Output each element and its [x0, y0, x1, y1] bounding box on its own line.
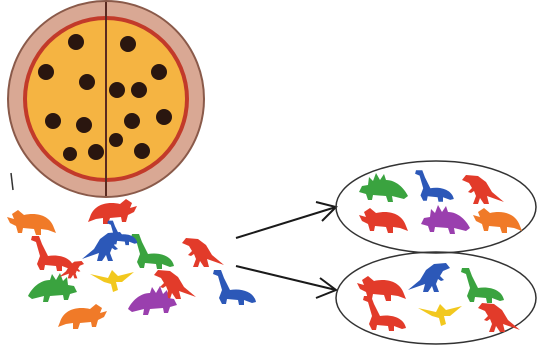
dinosaur-group-2 — [336, 252, 536, 344]
pepperoni — [151, 64, 167, 80]
dinosaur-brontosaurus-blue — [213, 270, 256, 305]
arrow-to-group-1 — [236, 202, 336, 238]
arrow-to-group-2 — [236, 266, 336, 298]
pepperoni — [120, 36, 136, 52]
dinosaur-brontosaurus-blue — [415, 170, 454, 202]
pepperoni — [79, 74, 95, 90]
dinosaur-pterodactyl-yellow — [418, 304, 462, 326]
dinosaur-trex-red — [462, 175, 504, 204]
pepperoni — [156, 109, 172, 125]
pepperoni — [45, 113, 61, 129]
pepperoni — [131, 82, 147, 98]
dinosaur-brontosaurus-green — [131, 234, 174, 269]
pepperoni — [76, 117, 92, 133]
dinosaur-stegosaurus-purple — [421, 205, 470, 234]
dinosaur-pterodactyl-yellow — [90, 270, 134, 292]
pepperoni — [134, 143, 150, 159]
dinosaur-triceratops-red — [88, 199, 137, 224]
dinosaur-trex-red — [182, 238, 224, 267]
dinosaur-trex-blue — [408, 263, 450, 292]
pepperoni — [109, 133, 123, 147]
dinosaur-pile — [7, 199, 256, 329]
pepperoni — [88, 144, 104, 160]
group-1-oval — [336, 161, 536, 253]
dinosaur-brontosaurus-red — [363, 296, 406, 331]
pepperoni — [109, 82, 125, 98]
pepperoni — [38, 64, 54, 80]
stray-mark — [11, 173, 13, 190]
dinosaur-brontosaurus-red — [31, 236, 74, 271]
dinosaur-stegosaurus-green — [359, 173, 408, 202]
dinosaur-trex-red — [478, 303, 520, 332]
dinosaur-triceratops-red — [359, 208, 408, 233]
pepperoni — [63, 147, 77, 161]
pizza — [8, 1, 204, 197]
dinosaur-group-1 — [336, 161, 536, 253]
arrows — [236, 202, 336, 298]
dinosaur-brontosaurus-green — [461, 268, 504, 303]
dinosaur-triceratops-orange — [7, 210, 56, 235]
dinosaur-triceratops-orange — [58, 304, 107, 329]
pepperoni — [124, 113, 140, 129]
pepperoni — [68, 34, 84, 50]
dinosaur-triceratops-orange — [473, 208, 522, 233]
